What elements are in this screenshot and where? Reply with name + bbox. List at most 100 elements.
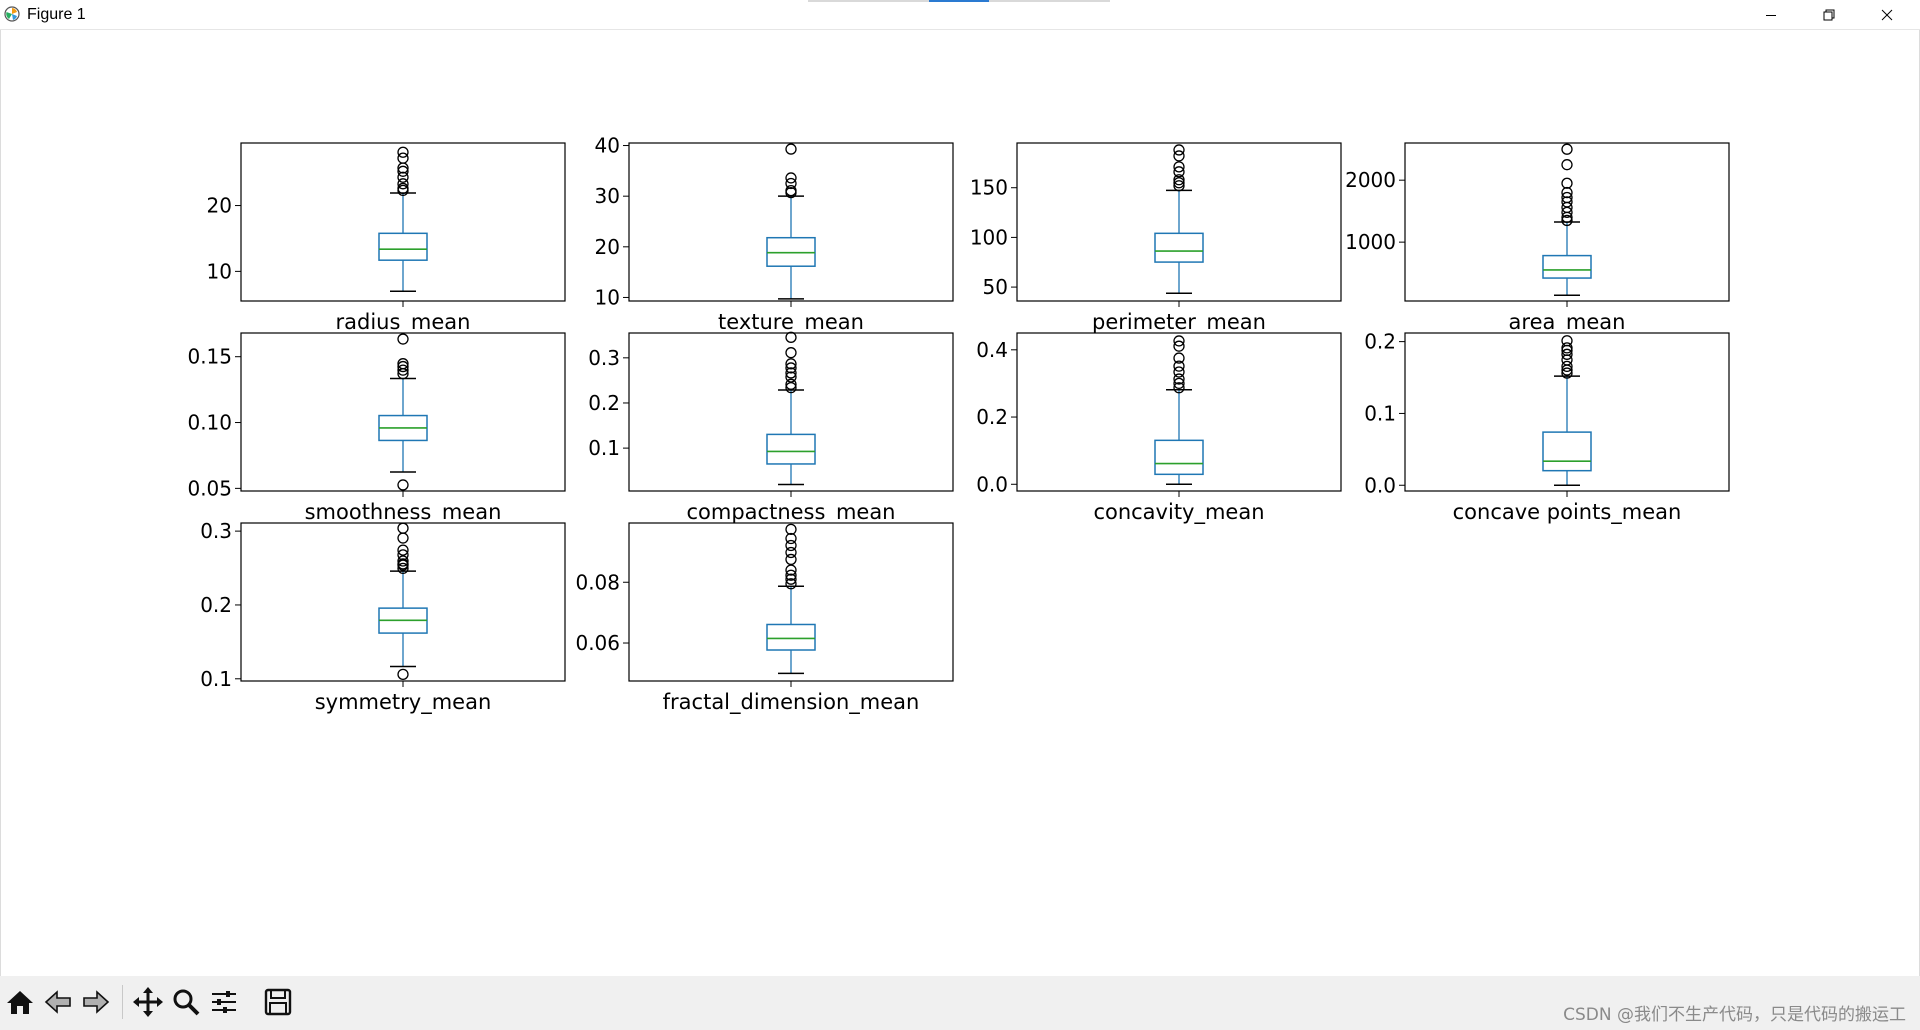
outlier-point [785,578,797,590]
outlier-point [785,539,797,552]
outlier-point [397,549,409,561]
window-title: Figure 1 [27,6,86,23]
outlier-point [397,333,409,345]
close-icon [1881,9,1893,20]
outlier-point [785,532,797,545]
outlier-point [785,331,797,343]
back-button[interactable] [40,983,76,1021]
outlier-point [397,165,409,177]
forward-button[interactable] [78,983,114,1021]
minimize-button[interactable] [1742,0,1800,29]
x-category-label: texture_mean [718,310,864,335]
home-button[interactable] [2,983,38,1021]
restore-icon [1823,9,1835,20]
x-category-label: concave points_mean [1453,500,1682,525]
x-category-label: perimeter_mean [1092,310,1266,335]
x-category-label: radius_mean [336,310,471,335]
subplots-button[interactable] [206,983,242,1021]
outlier-point [1561,335,1573,347]
y-tick-label: 0.3 [200,519,232,543]
csdn-watermark: CSDN @我们不生产代码，只是代码的搬运工 [1563,1005,1906,1025]
title-accent [929,0,989,2]
outlier-point [1173,161,1185,173]
outlier-point [1561,191,1573,204]
outlier-point [785,378,797,390]
outlier-point [397,479,409,491]
outlier-point [1173,335,1185,347]
y-tick-label: 0.10 [187,411,232,435]
outlier-point [1173,360,1185,372]
outlier-point [397,178,409,190]
outlier-point [397,668,409,681]
outlier-point [397,555,409,567]
outlier-point [397,360,409,373]
outlier-point [1173,340,1185,352]
outlier-point [785,177,797,190]
toolbar-separator [122,985,123,1019]
outlier-point [785,546,797,559]
y-tick-label: 0.0 [1364,473,1396,497]
outlier-point [397,182,409,195]
outlier-point [1173,382,1185,394]
outlier-point [1561,214,1573,227]
y-tick-label: 2000 [1345,168,1396,192]
y-tick-label: 0.0 [976,472,1008,496]
minimize-icon [1766,14,1776,16]
move-icon [133,987,163,1017]
outlier-point [1173,177,1185,189]
y-tick-label: 10 [207,259,232,283]
close-button[interactable] [1858,0,1916,29]
outlier-point [785,358,797,370]
y-tick-label: 0.3 [588,346,620,370]
y-tick-label: 100 [970,225,1008,249]
y-tick-label: 1000 [1345,230,1396,254]
iqr-box [1154,232,1204,263]
x-category-label: symmetry_mean [315,690,492,715]
navigation-toolbar [0,976,1920,1030]
zoom-button[interactable] [168,983,204,1021]
outlier-point [1561,342,1573,354]
arrow-left-icon [44,990,71,1014]
outlier-point [1173,352,1185,364]
outlier-point [785,569,797,581]
outlier-point [1561,143,1573,155]
outlier-point [1173,166,1185,178]
outlier-point [1173,366,1185,378]
outlier-point [397,562,409,575]
outlier-point [1561,367,1573,379]
outlier-point [785,362,797,374]
outlier-point [1173,180,1185,192]
iqr-box [1542,254,1592,279]
outlier-point [1561,360,1573,373]
outlier-point [785,573,797,585]
y-tick-label: 0.1 [1364,401,1396,425]
save-button[interactable] [260,983,296,1021]
x-category-label: area_mean [1509,310,1626,335]
x-category-label: compactness_mean [687,500,896,525]
x-category-label: fractal_dimension_mean [663,690,920,715]
outlier-point [785,523,797,536]
outlier-point [397,522,409,534]
outlier-point [397,558,409,570]
outlier-point [1561,348,1573,360]
outlier-point [1561,177,1573,189]
outlier-point [397,146,409,158]
pan-button[interactable] [130,983,166,1021]
outlier-point [397,358,409,370]
y-tick-label: 20 [595,235,620,259]
iqr-box [378,232,428,261]
y-tick-label: 40 [595,134,620,158]
outlier-point [1173,377,1185,390]
y-tick-label: 0.1 [200,667,232,691]
restore-button[interactable] [1800,0,1858,29]
y-tick-label: 0.1 [588,436,620,460]
outlier-point [1173,150,1185,162]
y-tick-label: 150 [970,176,1008,200]
outlier-point [785,367,797,379]
home-icon [7,991,33,1014]
iqr-box [766,623,816,651]
y-tick-label: 50 [983,275,1008,299]
iqr-box [766,433,816,465]
y-tick-label: 0.05 [187,476,232,500]
outlier-point [1173,174,1185,186]
